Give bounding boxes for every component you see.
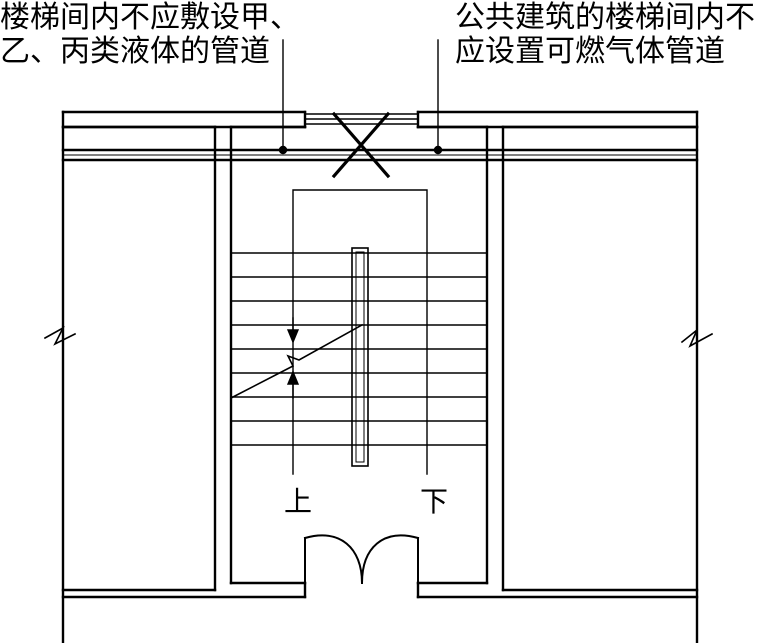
handrail (351, 247, 369, 467)
stair-up-label: 上 (284, 485, 313, 518)
window-opening (304, 113, 419, 125)
bottom-wall (61, 581, 699, 599)
stairwell-walls (229, 125, 489, 585)
prohibited-x-mark (331, 111, 391, 179)
stair-down-label: 下 (420, 485, 449, 518)
note-right-line1: 公共建筑的楼梯间内不 (455, 0, 755, 35)
left-room-walls (61, 125, 217, 592)
stair-treads (230, 252, 488, 446)
walking-line (292, 189, 428, 475)
handrail-inner (355, 251, 365, 463)
break-mark-right (680, 329, 714, 348)
section-cut-line (229, 323, 364, 400)
note-right-line2: 应设置可燃气体管道 (455, 34, 725, 69)
note-left-line2: 乙、丙类液体的管道 (0, 34, 270, 69)
pipe-lines (61, 148, 699, 162)
top-wall-right (416, 110, 699, 129)
leader-dot-right (433, 145, 443, 155)
leader-dot-left (278, 145, 288, 155)
note-left-line1: 楼梯间内不应敷设甲、 (0, 0, 300, 35)
right-room-walls (501, 125, 699, 592)
break-mark-left (43, 326, 77, 346)
up-direction-arrow (286, 317, 300, 399)
top-wall-left (61, 110, 307, 129)
entrance-doors (303, 534, 420, 585)
